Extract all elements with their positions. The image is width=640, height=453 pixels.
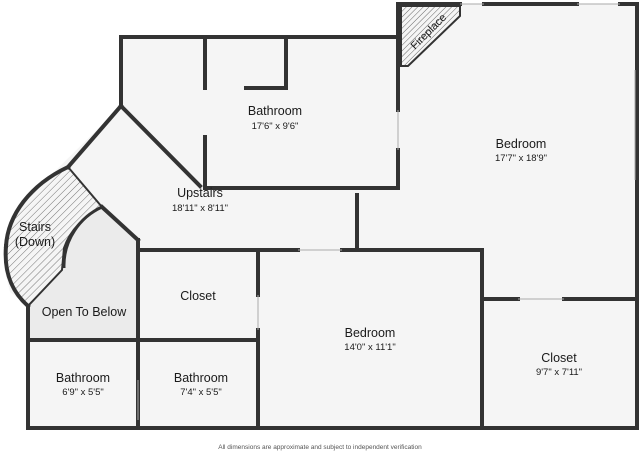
bathroom-left-label: Bathroom xyxy=(56,371,110,385)
bedroom-main-label: Bedroom xyxy=(496,137,547,151)
bathroom-middle-dims: 7'4" x 5'5" xyxy=(180,387,222,398)
bedroom-center-label: Bedroom xyxy=(345,326,396,340)
bathroom-top-label: Bathroom xyxy=(248,104,302,118)
disclaimer: All dimensions are approximate and subje… xyxy=(218,444,422,451)
closet-right-dims: 9'7" x 7'11" xyxy=(536,367,582,378)
open-to-below-label: Open To Below xyxy=(42,305,128,319)
bathroom-left-dims: 6'9" x 5'5" xyxy=(62,387,104,398)
floor-area xyxy=(4,4,637,428)
openings xyxy=(137,3,636,420)
bathroom-middle-label: Bathroom xyxy=(174,371,228,385)
bedroom-center-dims: 14'0" x 11'1" xyxy=(344,342,395,353)
stairs-inner-curve xyxy=(62,205,103,269)
open-to-below-area xyxy=(28,207,138,340)
closet-left-label: Closet xyxy=(180,289,216,303)
stairs-label-line2: (Down) xyxy=(15,235,55,249)
closet-right-label: Closet xyxy=(541,351,577,365)
upstairs-label: Upstairs xyxy=(177,186,223,200)
upstairs-dims: 18'11" x 8'11" xyxy=(172,203,228,214)
stairs-label-line1: Stairs xyxy=(19,220,51,234)
bathroom-top-dims: 17'6" x 9'6" xyxy=(252,121,299,132)
bedroom-main-dims: 17'7" x 18'9" xyxy=(495,153,547,164)
